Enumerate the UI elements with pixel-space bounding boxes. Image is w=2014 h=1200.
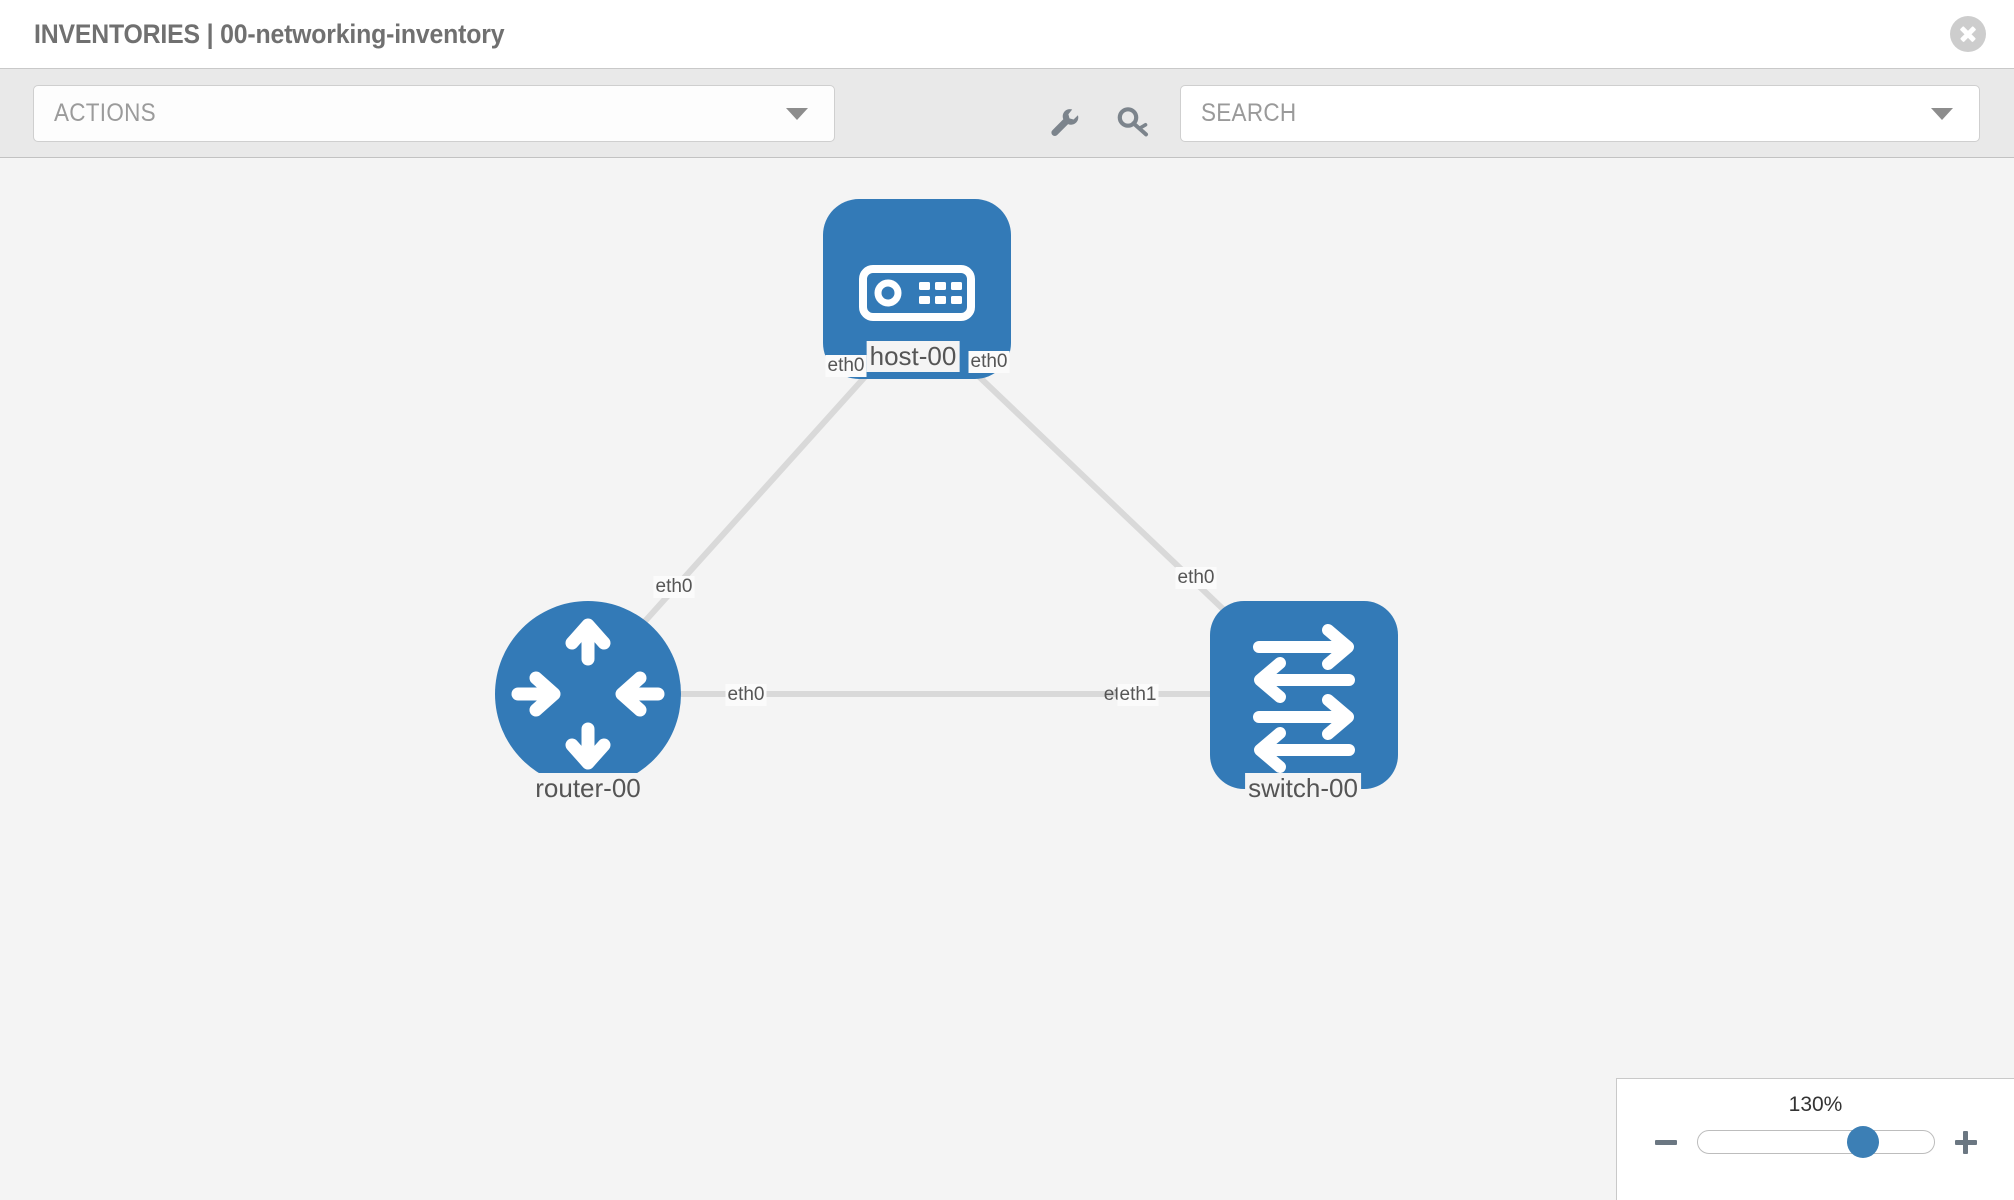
edge-label-router00-switch00-source: eth0 <box>725 684 767 706</box>
zoom-out-button[interactable] <box>1653 1129 1679 1155</box>
edge-label-router00-switch00-target: eth1 <box>1117 684 1159 706</box>
close-button[interactable] <box>1948 14 1988 54</box>
zoom-level-value: 130% <box>1788 1093 1843 1116</box>
key-button[interactable] <box>1110 99 1156 145</box>
close-icon <box>1950 16 1986 52</box>
search-input[interactable]: SEARCH <box>1180 85 1980 142</box>
node-label-router-00: router-00 <box>532 773 644 804</box>
node-router-00[interactable] <box>495 601 681 787</box>
chevron-down-icon <box>1931 107 1953 120</box>
chevron-down-icon <box>786 107 808 120</box>
toolbar: ACTIONS SEARCH <box>0 68 2014 158</box>
wrench-button[interactable] <box>1040 99 1086 145</box>
page-header: INVENTORIES | 00-networking-inventory <box>0 0 2014 68</box>
zoom-slider-thumb[interactable] <box>1846 1126 1879 1158</box>
node-label-host-00: host-00 <box>866 341 960 372</box>
actions-dropdown[interactable]: ACTIONS <box>33 85 835 142</box>
edge-label-host00-switch00-target: eth0 <box>1175 567 1217 589</box>
zoom-slider-row <box>1617 1126 2014 1158</box>
zoom-slider[interactable] <box>1696 1126 1935 1158</box>
topology-links <box>617 346 1268 697</box>
edge-label-host00-router00-target: eth0 <box>653 576 695 598</box>
node-switch-00[interactable] <box>1210 601 1398 789</box>
topology-graph <box>495 199 1398 789</box>
node-label-switch-00: switch-00 <box>1245 773 1361 804</box>
link-host00-router00[interactable] <box>617 346 893 652</box>
wrench-icon <box>1051 109 1079 136</box>
minus-icon <box>1654 1140 1677 1145</box>
page-title: INVENTORIES | 00-networking-inventory <box>34 18 505 49</box>
edge-label-host00-router00-source: eth0 <box>825 355 867 377</box>
topology-canvas[interactable]: host-00 router-00 switch-00 eth0 eth0 et… <box>0 159 2014 1200</box>
zoom-control-panel: 130% <box>1616 1078 2014 1200</box>
zoom-in-button[interactable] <box>1953 1129 1979 1155</box>
node-host-00[interactable] <box>823 199 1011 379</box>
link-host00-switch00[interactable] <box>947 346 1268 652</box>
search-placeholder: SEARCH <box>1201 99 1297 127</box>
actions-dropdown-label: ACTIONS <box>54 99 156 127</box>
key-icon <box>1117 107 1148 137</box>
plus-icon-vertical <box>1963 1131 1968 1154</box>
edge-label-host00-switch00-source: eth0 <box>968 351 1010 373</box>
topology-connectors <box>619 325 1291 720</box>
